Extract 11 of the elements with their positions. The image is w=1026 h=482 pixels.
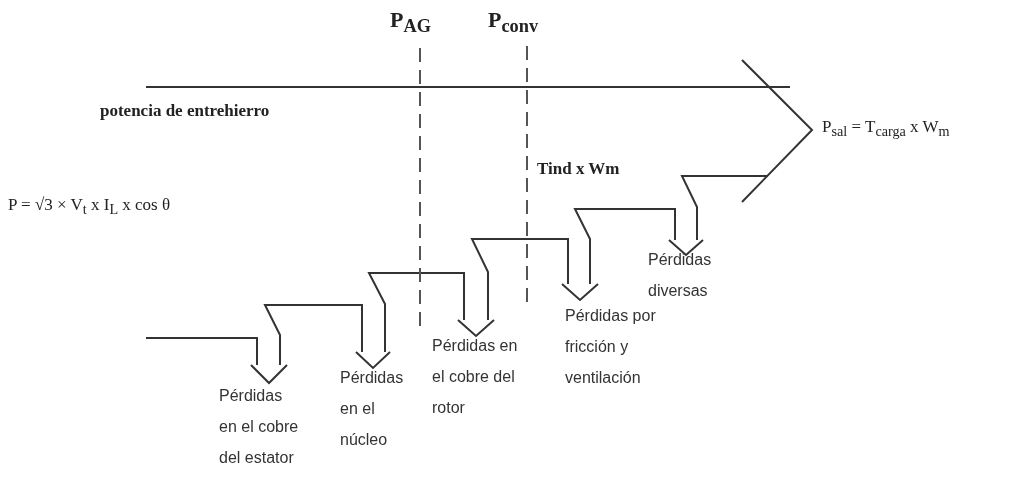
loss-label: Pérdidas en el núcleo	[340, 368, 405, 450]
loss-label: Pérdidas en el cobre del rotor	[432, 336, 519, 418]
formula: P = √3 × V$_{t}$ x I$_{L}$ x cos θ	[8, 196, 171, 218]
loss-label: Pérdidas por fricción y ventilación	[565, 306, 657, 388]
formula: Tind x Wm	[537, 160, 620, 179]
power-symbol: P$_{conv}$	[488, 8, 539, 37]
flow-label: potencia de entrehierro	[100, 102, 270, 121]
loss-label: Pérdidas en el cobre del estator	[219, 386, 300, 468]
power-symbol: P$_{AG}$	[390, 8, 431, 37]
loss-label: Pérdidas diversas	[648, 250, 713, 301]
formula: P$_{sal}$ = T$_{carga}$ x W$_{m}$	[822, 118, 950, 140]
